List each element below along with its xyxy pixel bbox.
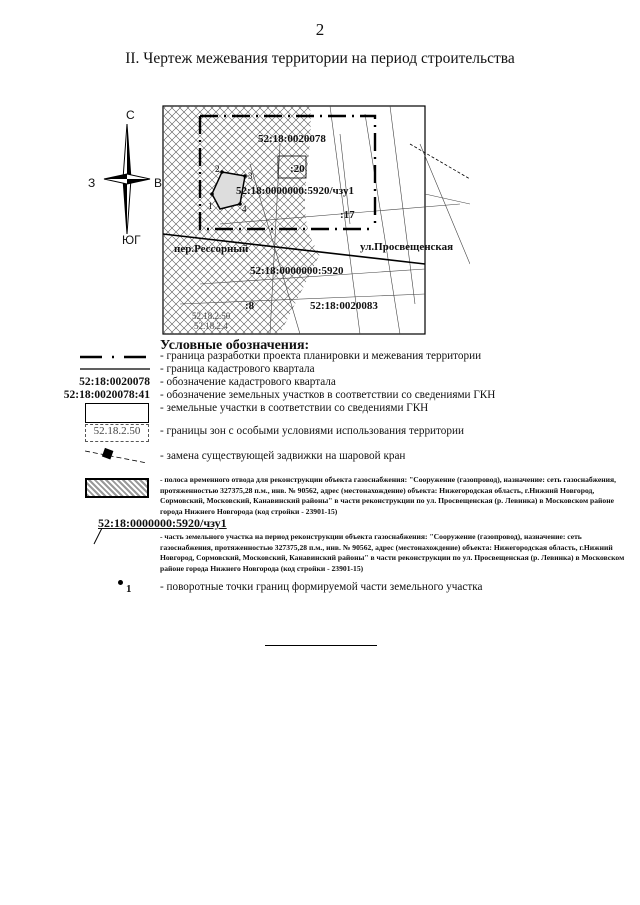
map-label-zone-2: 52.18.2.4 [194,321,228,331]
point-label: 4 [242,204,247,214]
zone-symbol: 52.18.2.50 [85,424,149,442]
map-label-quarter-bottom: 52:18:0020083 [310,300,378,312]
legend-symbol: 52:18:0020078:41 [63,389,150,401]
point-label: 3 [248,171,253,181]
map-label-parcel-8: :8 [245,300,255,312]
point-label: 1 [208,201,213,211]
project-boundary-symbol [80,355,150,359]
legend-text: - обозначение кадастрового квартала [160,376,336,388]
legend-text: - границы зон с особыми условиями исполь… [160,425,464,437]
compass-east: В [154,176,163,190]
legend-text: - поворотные точки границ формируемой ча… [160,581,483,593]
ball-valve-icon [85,447,147,464]
project-boundary [198,114,377,231]
map-label-parcel-main: 52:18:0000000:5920 [250,265,344,277]
compass-south: ЮГ [122,233,141,247]
compass-west: З [88,176,96,190]
turning-point-symbol [118,580,123,585]
compass-north: С [126,108,135,122]
map-label-temp-part: 52:18:0000000:5920/чзу1 [236,185,354,197]
cadastral-map: 52:18:0020078 :20 52:18:0000000:5920/чзу… [162,105,470,335]
map-label-parcel-17: :17 [340,209,355,221]
temp-strip-symbol [85,478,149,498]
hatched-zone [163,106,320,334]
legend-text: - полоса временного отвода для реконстру… [160,475,617,516]
map-label-zone-1: 52.18.2.50 [192,311,231,321]
street-line [162,233,426,265]
legend-text: - замена существующей задвижки на шарово… [160,450,406,462]
legend-text: - часть земельного участка на период рек… [160,532,625,573]
legend-text: - граница кадастрового квартала [160,363,315,375]
page-title: II. Чертеж межевания территории на перио… [125,50,515,67]
quarter-boundary-symbol [80,368,150,370]
map-label-quarter-top: 52:18:0020078 [258,133,326,145]
map-label-street-2: ул.Просвещенская [360,241,453,253]
legend-heading: Условные обозначения: [160,338,310,353]
compass-rose: С З В ЮГ [88,108,178,248]
gkn-parcel-symbol [85,403,149,423]
temp-part-polygon [211,171,246,210]
legend-symbol: 52:18:0000000:5920/чзу1 [98,516,227,530]
map-label-street-1: пер.Рессорный [174,243,249,255]
part-pointer-line [93,528,103,545]
map-label-parcel-20: :20 [290,163,305,175]
legend-text: - граница разработки проекта планировки … [160,350,482,362]
divider [265,645,377,646]
point-label: 2 [215,164,220,174]
legend-symbol: 52:18:0020078 [79,376,150,388]
legend-symbol: 1 [126,583,132,595]
compass-star-icon [103,124,151,234]
legend-text: - обозначение земельных участков в соотв… [160,389,496,401]
page-number: 2 [315,20,325,39]
legend-text: - земельные участки в соответствии со св… [160,402,429,414]
